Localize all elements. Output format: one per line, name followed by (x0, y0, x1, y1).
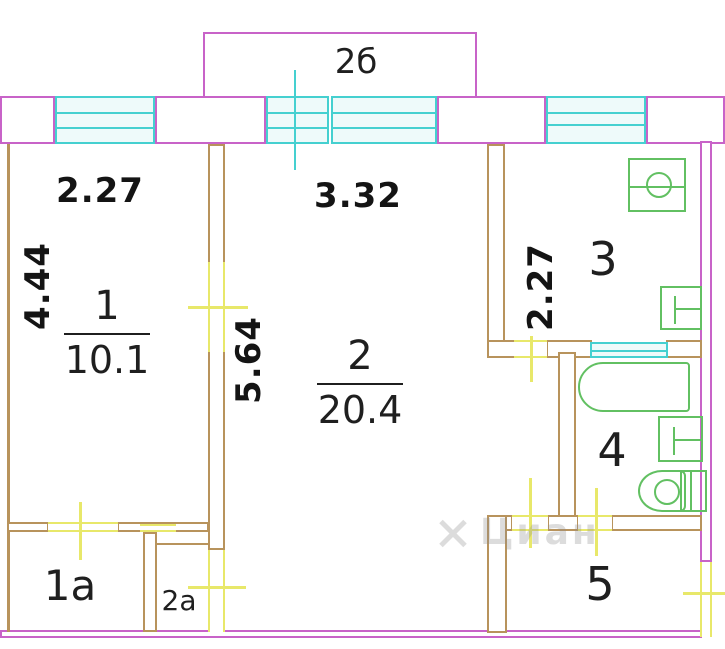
outer-wall-top-left (0, 96, 55, 144)
wall-room1-room2-lower (208, 350, 225, 550)
toilet-bowl-icon (638, 470, 686, 512)
door-room1-room1a-cross (79, 502, 82, 560)
balcony-wall-top (203, 32, 477, 34)
window-room1 (55, 96, 155, 144)
outer-wall-top-right (646, 96, 725, 144)
dim-room1-width: 2.27 (56, 171, 144, 211)
door-room2a-cross (188, 586, 246, 589)
outer-wall-bottom (0, 630, 702, 638)
outer-wall-top-mid-2 (437, 96, 546, 144)
door-bathroom-cross (595, 488, 598, 556)
watermark-x-icon (436, 516, 470, 550)
entry-opening (700, 562, 712, 637)
room5-number: 5 (585, 557, 615, 611)
room4-number: 4 (597, 423, 627, 477)
window-bathroom-transom (590, 342, 668, 358)
wash-basin-room3-icon (660, 286, 702, 330)
dim-room2-width: 3.32 (314, 176, 402, 216)
room2a-number: 2а (161, 584, 197, 617)
watermark-text: Циан (480, 512, 600, 553)
balcony-door-axis-line (294, 70, 296, 170)
wall-room3-bottom-a (487, 340, 516, 358)
room3-number: 3 (588, 232, 618, 286)
room2-number: 2 (317, 331, 403, 385)
entry-opening-cross (683, 592, 725, 595)
balcony-wall-right (475, 32, 477, 98)
window-room3 (546, 96, 646, 144)
watermark: Циан (436, 512, 600, 553)
wall-room1-room2-upper (208, 144, 225, 268)
wall-1a-2a-divider (143, 532, 157, 632)
door-room2a (208, 550, 225, 632)
room1-label: 1 10.1 (60, 281, 154, 385)
door-room3-cross (530, 336, 533, 382)
wall-room5-left (487, 515, 507, 633)
balcony-door-post (327, 96, 333, 144)
room1-area: 10.1 (64, 338, 150, 382)
room1a-number: 1а (43, 561, 97, 610)
opening-room1a-extra (140, 524, 176, 532)
room1-number: 1 (64, 281, 150, 335)
bathtub-icon (578, 362, 690, 412)
toilet-tank-icon (680, 470, 707, 512)
wall-room2-room3 (487, 144, 505, 342)
balcony-wall-left (203, 32, 205, 98)
door-room5-cross (529, 478, 532, 548)
room2-area: 20.4 (317, 388, 403, 432)
balcony-number: 2б (334, 42, 378, 82)
wash-basin-bathroom-icon (658, 416, 703, 462)
wall-bathroom-left (558, 352, 576, 530)
wall-room3-bottom-c (666, 340, 702, 358)
room2-label: 2 20.4 (312, 331, 408, 435)
dim-room2-depth: 5.64 (229, 316, 269, 404)
door-room1-room2-cross (188, 306, 248, 309)
wall-room1-bottom-left (7, 522, 49, 532)
outer-wall-left (7, 144, 10, 632)
wall-room5-top-c (611, 515, 702, 531)
wall-room2a-top-line (155, 543, 208, 545)
dim-room3-depth: 2.27 (521, 243, 561, 331)
dim-room1-depth: 4.44 (18, 242, 58, 330)
window-balcony-block (266, 96, 437, 144)
sink-unit-icon (628, 158, 686, 212)
door-room1-room1a (48, 522, 118, 532)
outer-wall-top-mid-1 (155, 96, 266, 144)
